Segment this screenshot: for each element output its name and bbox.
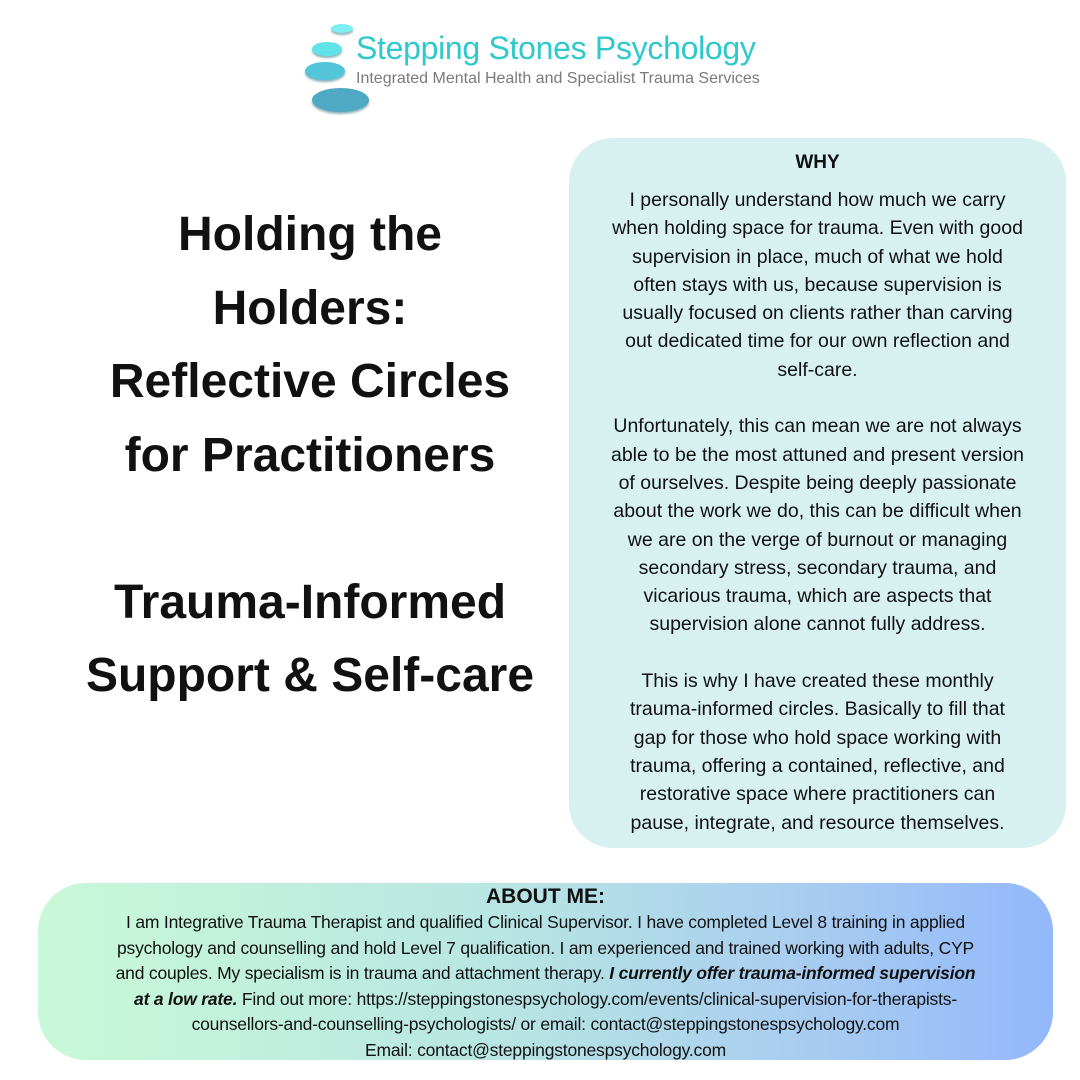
- about-body: I am Integrative Trauma Therapist and qu…: [38, 910, 1053, 1064]
- about-emphasis: at a low rate.: [134, 988, 238, 1009]
- why-line: vicarious trauma, which are aspects that: [643, 585, 992, 608]
- why-line: gap for those who hold space working wit…: [633, 726, 1002, 749]
- title-line: Holding the: [178, 208, 442, 261]
- subtitle-line: Support & Self-care: [85, 649, 535, 702]
- why-line: [569, 384, 1066, 412]
- page-title: Holding the Holders: Reflective Circles …: [20, 198, 600, 713]
- subtitle-line: Trauma-Informed: [113, 575, 507, 629]
- why-line: out dedicated time for our own reflectio…: [625, 330, 1010, 353]
- about-line: at a low rate. Find out more: https://st…: [38, 987, 1053, 1013]
- why-line: trauma-informed circles. Basically to fi…: [630, 698, 1005, 721]
- why-line: usually focused on clients rather than c…: [622, 302, 1013, 325]
- why-line: pause, integrate, and resource themselve…: [630, 811, 1005, 834]
- why-line: restorative space where practitioners ca…: [639, 783, 996, 806]
- title-line: for Practitioners: [124, 428, 496, 482]
- stone-icon: [312, 42, 342, 56]
- why-line: [569, 639, 1066, 667]
- why-line: supervision in place, much of what we ho…: [632, 245, 1003, 268]
- about-link-text[interactable]: Find out more: https://steppingstonespsy…: [237, 988, 957, 1009]
- why-line: supervision alone cannot fully address.: [649, 613, 986, 636]
- why-line: able to be the most attuned and present …: [610, 443, 1025, 466]
- title-line: Reflective Circles: [109, 355, 511, 408]
- about-panel: ABOUT ME: I am Integrative Trauma Therap…: [38, 883, 1053, 1060]
- why-line: self-care.: [777, 358, 858, 381]
- stone-icon: [331, 24, 353, 33]
- about-line: I am Integrative Trauma Therapist and qu…: [126, 912, 965, 932]
- about-emphasis: I currently offer trauma-informed superv…: [609, 963, 976, 984]
- why-line: I personally understand how much we carr…: [629, 189, 1006, 211]
- why-line: trauma, offering a contained, reflective…: [630, 754, 1005, 777]
- why-line: often stays with us, because supervision…: [633, 273, 1002, 296]
- about-line[interactable]: counsellors-and-counselling-psychologist…: [191, 1014, 900, 1035]
- logo-name: Stepping Stones Psychology: [356, 30, 756, 66]
- about-text: and couples. My specialism is in trauma …: [115, 963, 610, 984]
- why-body: I personally understand how much we carr…: [569, 186, 1066, 837]
- why-line: This is why I have created these monthly: [641, 670, 994, 693]
- why-line: we are on the verge of burnout or managi…: [627, 528, 1008, 551]
- logo: Stepping Stones Psychology Integrated Me…: [300, 20, 790, 120]
- about-heading: ABOUT ME:: [486, 885, 605, 908]
- why-line: when holding space for trauma. Even with…: [612, 217, 1023, 240]
- why-line: Unfortunately, this can mean we are not …: [613, 415, 1022, 438]
- why-line: of ourselves. Despite being deeply passi…: [618, 471, 1017, 494]
- title-line: Holders:: [212, 281, 408, 335]
- why-panel: WHY I personally understand how much we …: [569, 138, 1066, 848]
- title-line: [20, 492, 600, 566]
- why-line: about the work we do, this can be diffic…: [613, 500, 1022, 523]
- why-line: secondary stress, secondary trauma, and: [638, 556, 997, 579]
- why-heading: WHY: [795, 152, 840, 173]
- stone-icon: [305, 62, 345, 80]
- about-line: and couples. My specialism is in trauma …: [38, 961, 1053, 987]
- logo-tagline: Integrated Mental Health and Specialist …: [356, 70, 760, 87]
- about-line: psychology and counselling and hold Leve…: [116, 937, 975, 958]
- stone-icon: [312, 88, 369, 112]
- about-email[interactable]: Email: contact@steppingstonespsychology.…: [365, 1039, 726, 1060]
